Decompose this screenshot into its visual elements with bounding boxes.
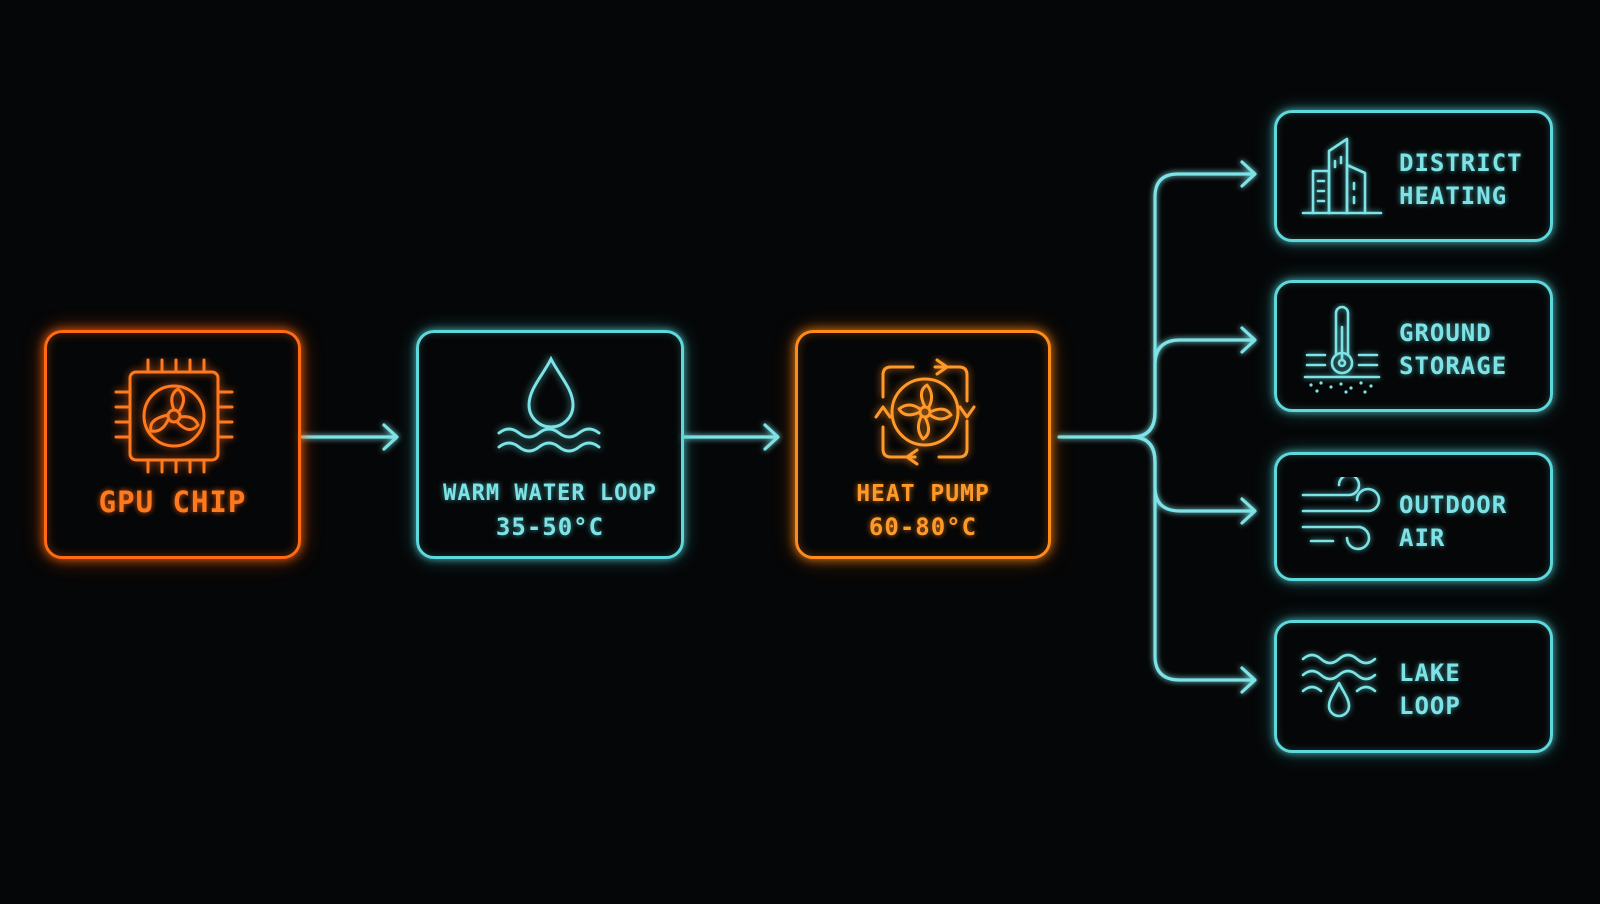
outdoor-air-label: OUTDOOR AIR	[1399, 489, 1507, 555]
branch-ground	[1130, 326, 1257, 439]
lake-loop-label: LAKE LOOP	[1399, 657, 1461, 723]
warm-water-loop-node: WARM WATER LOOP 35-50°C	[416, 330, 684, 559]
outdoor-air-line2: AIR	[1399, 524, 1446, 552]
destination-district-heating: DISTRICT HEATING	[1274, 110, 1553, 242]
water-drop-icon	[497, 355, 601, 453]
wind-icon	[1301, 477, 1381, 551]
warm-water-loop-label: WARM WATER LOOP	[443, 481, 657, 506]
heat-pump-label: HEAT PUMP	[856, 481, 990, 507]
district-heating-line2: HEATING	[1399, 182, 1508, 210]
warm-water-temp: 35-50°C	[495, 513, 605, 541]
lake-icon	[1301, 653, 1377, 718]
heat-pump-node: HEAT PUMP 60-80°C	[795, 330, 1051, 559]
ground-storage-label: GROUND STORAGE	[1399, 317, 1507, 383]
district-heating-line1: DISTRICT	[1399, 149, 1523, 177]
gpu-chip-node: GPU CHIP	[44, 330, 301, 559]
branch-outdoor	[1130, 435, 1257, 525]
arrow-gpu-to-water	[300, 423, 399, 451]
destination-outdoor-air: OUTDOOR AIR	[1274, 452, 1553, 581]
branch-district	[1130, 160, 1257, 439]
lake-loop-line1: LAKE	[1399, 659, 1461, 687]
heat-pump-temp: 60-80°C	[868, 513, 978, 541]
ground-storage-line1: GROUND	[1399, 319, 1492, 347]
outdoor-air-line1: OUTDOOR	[1399, 491, 1508, 519]
heat-pump-icon	[874, 358, 976, 466]
building-icon	[1301, 137, 1383, 215]
arrow-water-to-pump	[682, 423, 780, 451]
destination-lake-loop: LAKE LOOP	[1274, 620, 1553, 753]
ground-storage-line2: STORAGE	[1399, 352, 1508, 380]
lake-loop-line2: LOOP	[1399, 692, 1461, 720]
gpu-chip-icon	[114, 358, 234, 474]
branch-lake	[1130, 435, 1257, 694]
thermometer-icon	[1303, 305, 1381, 394]
destination-ground-storage: GROUND STORAGE	[1274, 280, 1553, 412]
district-heating-label: DISTRICT HEATING	[1399, 147, 1523, 213]
gpu-chip-label: GPU CHIP	[98, 485, 247, 519]
